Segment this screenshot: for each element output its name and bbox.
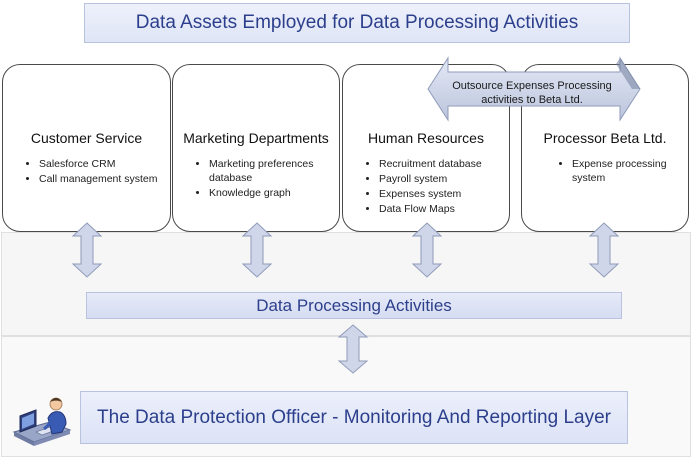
department-title: Processor Beta Ltd. — [543, 130, 667, 146]
processing-activities-bar: Data Processing Activities — [86, 292, 622, 319]
asset-item: Marketing preferences database — [209, 157, 339, 185]
outsource-arrow — [427, 56, 641, 122]
department-title: Marketing Departments — [183, 130, 329, 146]
computer-user-icon — [12, 397, 72, 446]
asset-list: Recruitment database Payroll system Expe… — [365, 157, 519, 217]
asset-item: Knowledge graph — [209, 186, 339, 200]
flow-arrow-dpo — [337, 324, 369, 374]
asset-list: Marketing preferences database Knowledge… — [195, 157, 339, 201]
dpo-layer-bar: The Data Protection Officer - Monitoring… — [80, 391, 628, 444]
diagram-title: Data Assets Employed for Data Processing… — [84, 3, 630, 43]
asset-item: Recruitment database — [379, 157, 519, 171]
flow-arrow-processor-beta — [588, 222, 620, 278]
asset-item: Call management system — [39, 172, 169, 186]
asset-list: Salesforce CRM Call management system — [25, 157, 169, 187]
asset-item: Expense processing system — [572, 157, 692, 185]
department-title: Customer Service — [30, 130, 143, 146]
department-title: Human Resources — [368, 130, 484, 146]
flow-arrow-customer-service — [71, 222, 103, 278]
asset-item: Data Flow Maps — [379, 202, 519, 216]
asset-item: Payroll system — [379, 172, 519, 186]
flow-arrow-marketing — [241, 222, 273, 278]
asset-item: Expenses system — [379, 187, 519, 201]
flow-arrow-human-resources — [411, 222, 443, 278]
asset-list: Expense processing system — [558, 157, 692, 186]
processing-band — [1, 232, 691, 336]
outsource-note: Outsource Expenses Processing activities… — [452, 80, 612, 106]
department-card-marketing: Marketing Departments Marketing preferen… — [172, 64, 340, 232]
department-card-customer-service: Customer Service Salesforce CRM Call man… — [2, 64, 171, 232]
asset-item: Salesforce CRM — [39, 157, 169, 171]
